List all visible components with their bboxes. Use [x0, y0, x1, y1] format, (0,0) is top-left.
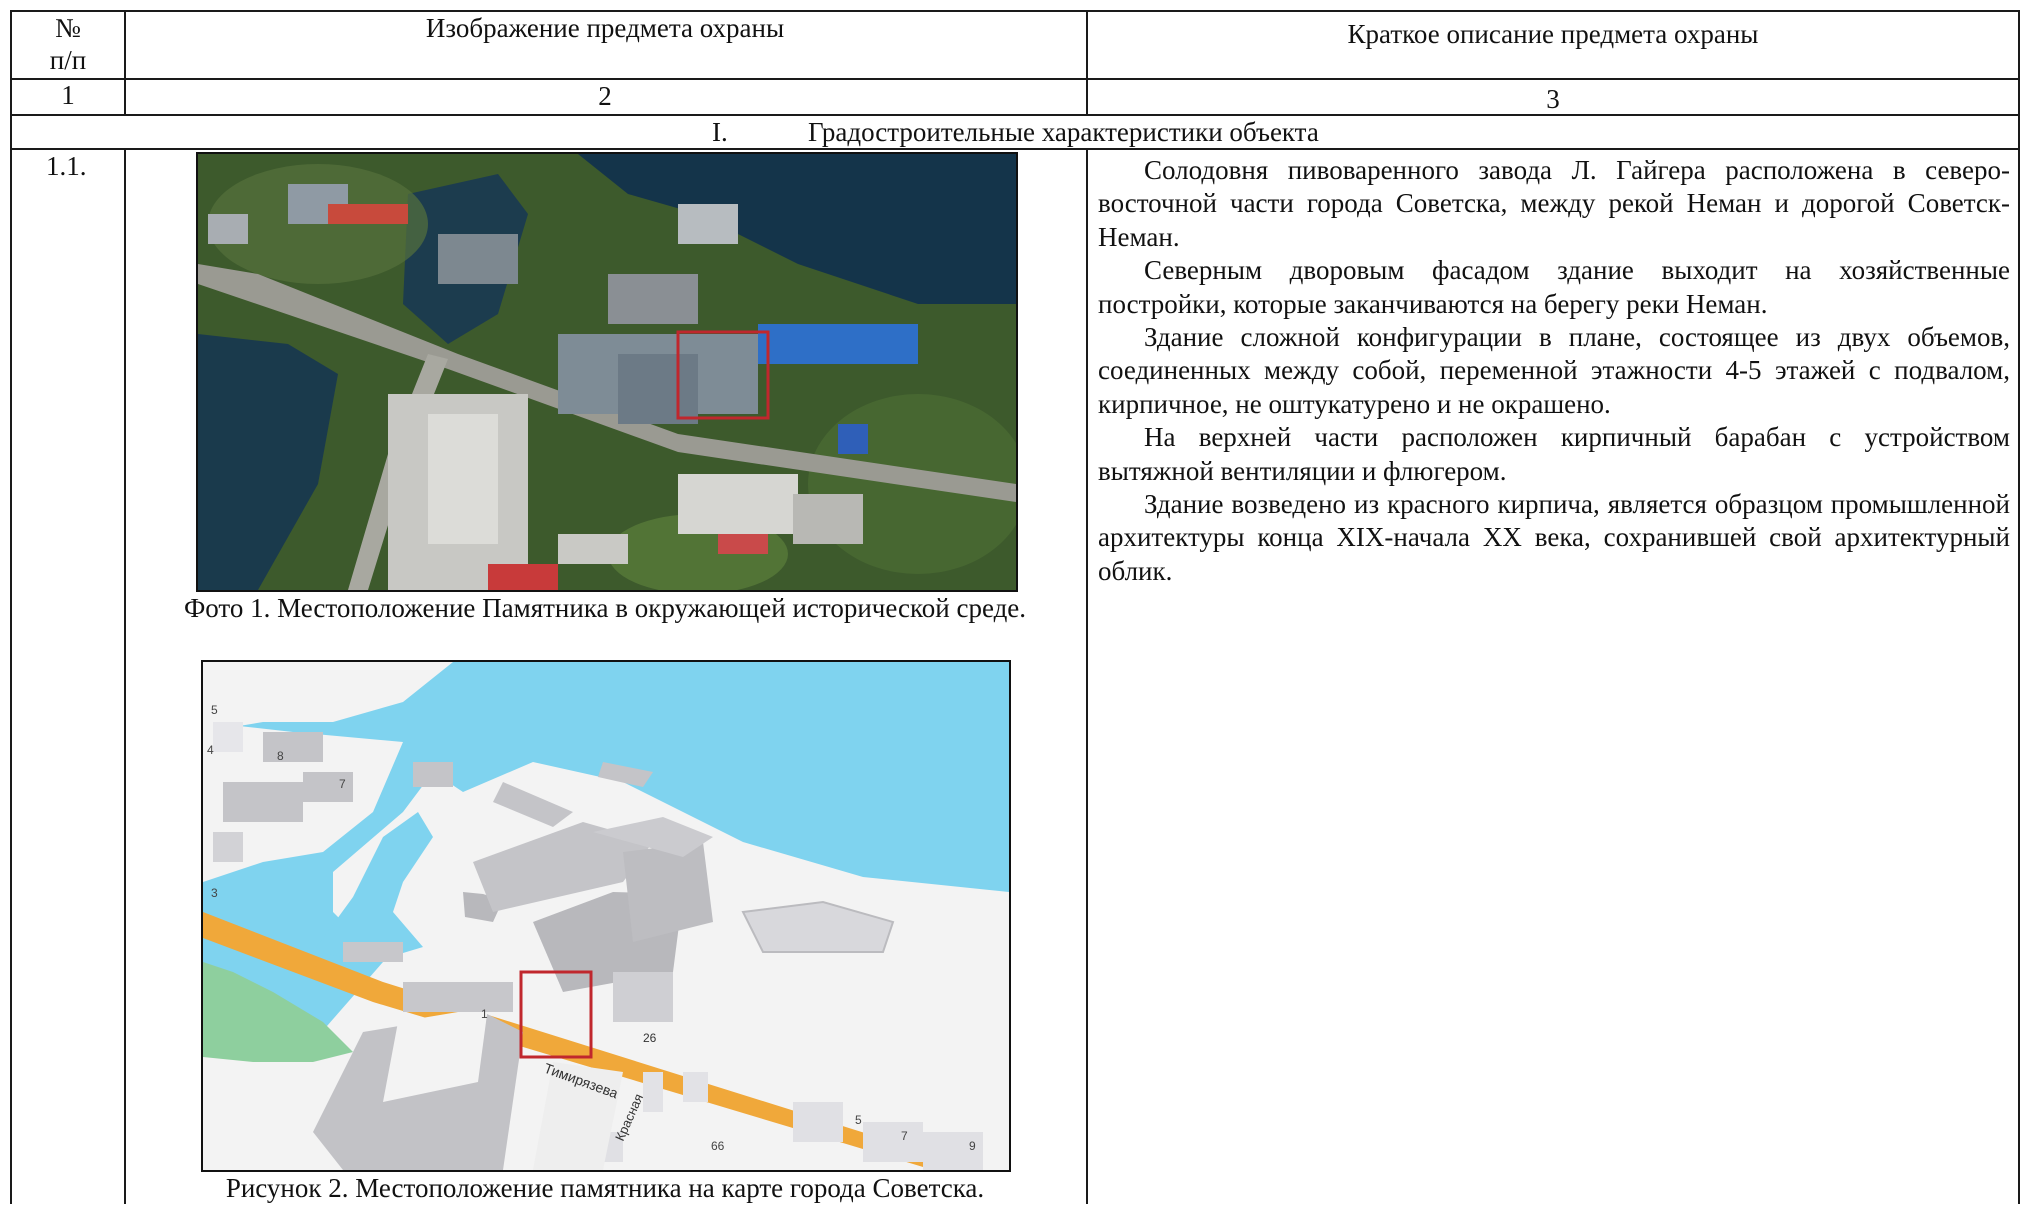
table-border-colnums: [10, 114, 2020, 116]
description-paragraph-2: Северным дворовым фасадом здание выходит…: [1098, 255, 2010, 319]
section-roman: I.: [712, 117, 728, 147]
table-border-top: [10, 10, 2020, 12]
aerial-photo-image: [198, 154, 1016, 590]
header-num-line1: №: [55, 13, 81, 43]
map-label-house-9: 9: [969, 1139, 976, 1153]
map-label-house-7a: 7: [339, 777, 346, 791]
row-number: 1.1.: [46, 151, 87, 181]
col-number-1: 1: [61, 80, 75, 110]
map-label-house-7: 7: [901, 1129, 908, 1143]
map-label-house-66: 66: [711, 1139, 725, 1153]
city-map-image: Тимирязева Красная 26 1 5 66 7 9 3 4 5 7…: [203, 662, 1009, 1170]
map-label-house-5: 5: [855, 1113, 862, 1127]
description-text: Солодовня пивоваренного завода Л. Гайгер…: [1098, 154, 2010, 588]
table-border-header: [10, 78, 2020, 80]
col-number-2: 2: [598, 81, 612, 111]
description-paragraph-3: Здание сложной конфигурации в плане, сос…: [1098, 322, 2010, 419]
map-label-house-5a: 5: [211, 703, 218, 717]
city-map: Тимирязева Красная 26 1 5 66 7 9 3 4 5 7…: [201, 660, 1011, 1172]
header-num-line2: п/п: [49, 45, 87, 75]
map-label-house-1: 1: [481, 1007, 488, 1021]
col-number-3: 3: [1546, 84, 1560, 114]
description-paragraph-4: На верхней части расположен кирпичный ба…: [1098, 422, 2010, 486]
table-border-col2-body: [1086, 148, 1088, 1204]
header-image: Изображение предмета охраны: [425, 13, 785, 43]
map-label-house-3: 3: [211, 886, 218, 900]
map-label-house-marked: 26: [643, 1031, 657, 1045]
monument-highlight-map: [519, 970, 593, 1059]
table-border-col2: [1086, 10, 1088, 116]
header-desc: Краткое описание предмета охраны: [1347, 19, 1759, 49]
table-border-col1-body: [124, 148, 126, 1204]
table-border-right: [2018, 10, 2020, 1204]
description-paragraph-5: Здание возведено из красного кирпича, яв…: [1098, 489, 2010, 586]
map-label-house-4: 4: [207, 743, 214, 757]
map-label-house-8: 8: [277, 749, 284, 763]
aerial-photo: [196, 152, 1018, 592]
monument-highlight-photo: [676, 330, 770, 420]
map-caption: Рисунок 2. Местоположение памятника на к…: [225, 1173, 985, 1203]
table-border-left: [10, 10, 12, 1204]
section-title: Градостроительные характеристики объекта: [808, 117, 1319, 147]
photo-caption: Фото 1. Местоположение Памятника в окруж…: [183, 593, 1027, 623]
table-border-section: [10, 148, 2020, 150]
description-paragraph-1: Солодовня пивоваренного завода Л. Гайгер…: [1098, 155, 2010, 252]
table-border-col1: [124, 10, 126, 116]
